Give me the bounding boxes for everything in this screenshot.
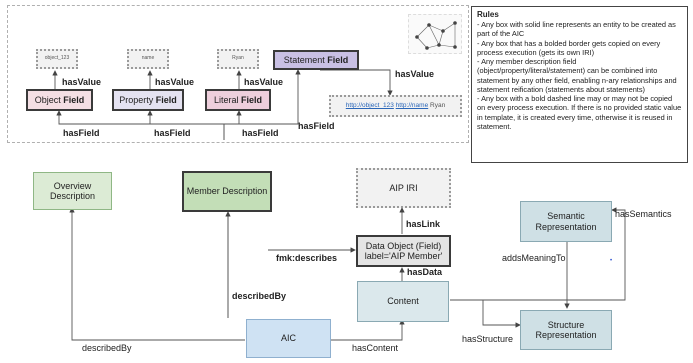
value-object-123: object_123 xyxy=(36,49,78,69)
member-description-label: Member Description xyxy=(186,186,268,197)
literal-field-box: Literal Field xyxy=(205,89,271,111)
edge-label-hasfield-object: hasField xyxy=(63,128,100,138)
edge-label-addsmeaningto: addsMeaningTo xyxy=(502,253,566,263)
edge-label-hasvalue-ryan: hasValue xyxy=(244,77,284,87)
value-ryan: Ryan xyxy=(217,49,259,69)
statement-field-prefix: Statement xyxy=(283,54,325,65)
literal-field-suffix: Field xyxy=(241,94,263,105)
member-fields-region xyxy=(7,5,469,143)
structure-representation-label: Structure Representation xyxy=(535,319,597,340)
edge-label-fmk-describes: fmk:describes xyxy=(276,253,338,263)
rules-panel: Rules - Any box with solid line represen… xyxy=(471,6,688,163)
rule-item: - Any member description field (object/p… xyxy=(477,57,677,94)
edge-label-hasstructure: hasStructure xyxy=(462,334,514,344)
data-object-node: Data Object (Field) label='AIP Member' xyxy=(356,235,451,267)
edge-label-hascontent: hasContent xyxy=(352,343,399,353)
edge-label-hasfield-statement: hasField xyxy=(298,121,335,131)
aic-node: AIC xyxy=(246,319,331,358)
property-field-suffix: Field xyxy=(155,94,177,105)
structure-representation-node: Structure Representation xyxy=(520,310,612,350)
statement-value-box: http://object_123 http://name Ryan xyxy=(329,95,462,117)
overview-description-label: Overview Description xyxy=(49,180,96,201)
aip-iri-node: AIP IRI xyxy=(356,168,451,208)
svg-text:•: • xyxy=(610,258,612,264)
property-field-box: Property Field xyxy=(112,89,184,111)
edge-label-hasvalue-object: hasValue xyxy=(62,77,102,87)
value-name-text: name xyxy=(141,55,155,62)
data-object-line1: Data Object (Field) xyxy=(365,240,442,251)
edge-label-hasvalue-name: hasValue xyxy=(155,77,195,87)
rule-item: - Any box with a bold dashed line may or… xyxy=(477,94,682,131)
statement-field-box: Statement Field xyxy=(273,50,359,70)
aic-label: AIC xyxy=(280,333,296,344)
object-field-box: Object Field xyxy=(26,89,93,111)
edge-label-hasvalue-statement: hasValue xyxy=(395,69,435,79)
semantic-representation-node: Semantic Representation xyxy=(520,201,612,242)
content-label: Content xyxy=(387,296,419,307)
literal-field-prefix: Literal xyxy=(213,94,239,105)
content-node: Content xyxy=(357,281,449,322)
semantic-representation-label: Semantic Representation xyxy=(535,211,597,232)
edge-label-haslink: hasLink xyxy=(406,219,441,229)
value-name: name xyxy=(127,49,169,69)
overview-description-node: Overview Description xyxy=(33,172,112,210)
edge-label-describedby-member: describedBy xyxy=(232,291,287,301)
object-field-suffix: Field xyxy=(63,94,85,105)
property-field-prefix: Property xyxy=(119,94,154,105)
network-graph-icon xyxy=(408,14,462,54)
statement-link-object[interactable]: http://object_123 xyxy=(345,102,394,110)
rules-title: Rules xyxy=(477,10,499,19)
rule-item: - Any box with solid line represents an … xyxy=(477,20,676,39)
edge-label-hasfield-property: hasField xyxy=(154,128,191,138)
statement-link-name[interactable]: http://name xyxy=(395,102,429,110)
value-ryan-text: Ryan xyxy=(232,55,244,62)
object-field-prefix: Object xyxy=(34,94,61,105)
data-object-line2: label='AIP Member' xyxy=(364,251,443,261)
statement-field-suffix: Field xyxy=(327,54,349,65)
rule-item: - Any box that has a bolded border gets … xyxy=(477,38,661,57)
edge-label-hassemantics: hasSemantics xyxy=(615,209,672,219)
value-object-123-text: object_123 xyxy=(44,55,70,62)
edge-label-hasfield-literal: hasField xyxy=(242,128,279,138)
edge-label-describedby-overview: describedBy xyxy=(82,343,132,353)
edge-label-hasdata: hasData xyxy=(407,267,443,277)
aip-iri-label: AIP IRI xyxy=(389,182,418,193)
statement-literal: Ryan xyxy=(430,102,446,110)
member-description-node: Member Description xyxy=(182,171,272,212)
